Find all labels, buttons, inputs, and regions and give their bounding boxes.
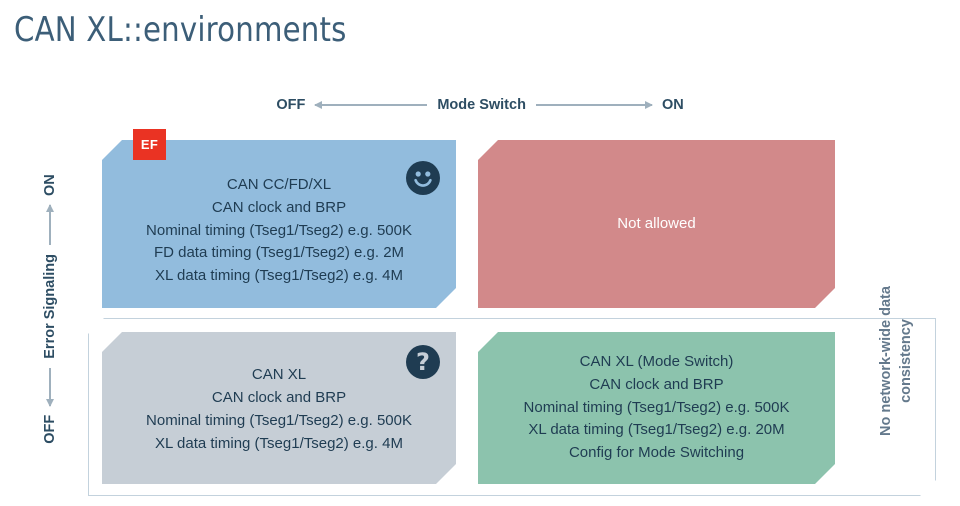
- quadrant-line: Nominal timing (Tseg1/Tseg2) e.g. 500K: [146, 221, 412, 239]
- quadrant-line: XL data timing (Tseg1/Tseg2) e.g. 4M: [155, 267, 403, 285]
- quadrant-bottom-right: CAN XL (Mode Switch) CAN clock and BRP N…: [478, 332, 835, 484]
- quadrant-top-right: Not allowed: [478, 140, 835, 308]
- arrow-down-icon: [49, 367, 51, 406]
- page-title: CAN XL::environments: [14, 10, 347, 50]
- quadrant-line: CAN clock and BRP: [589, 375, 724, 393]
- quadrant-line: Config for Mode Switching: [568, 444, 745, 462]
- error-signaling-on-label: ON: [42, 174, 58, 196]
- arrow-up-icon: [49, 205, 51, 245]
- arrow-left-icon: [314, 100, 428, 109]
- quadrant-line: CAN CC/FD/XL: [226, 176, 332, 193]
- error-flag-badge: EF: [133, 129, 166, 160]
- quadrant-line: CAN XL (Mode Switch): [579, 353, 734, 370]
- quadrant-line: Nominal timing (Tseg1/Tseg2) e.g. 500K: [523, 398, 790, 416]
- smiley-face-icon: [406, 161, 440, 195]
- question-mark-icon: ?: [406, 345, 440, 379]
- error-signaling-axis-title: Error Signaling: [42, 254, 58, 359]
- error-signaling-off-label: OFF: [42, 414, 58, 444]
- quadrant-line: FD data timing (Tseg1/Tseg2) e.g. 2M: [153, 244, 405, 262]
- error-signaling-axis: OFF Error Signaling ON: [38, 133, 62, 485]
- quadrant-bottom-left: CAN XL CAN clock and BRP Nominal timing …: [102, 332, 456, 484]
- quadrant-line: XL data timing (Tseg1/Tseg2) e.g. 4M: [155, 434, 403, 452]
- mode-switch-off-label: OFF: [276, 97, 306, 113]
- arrow-right-icon: [535, 100, 653, 109]
- quadrant-line: CAN clock and BRP: [211, 198, 347, 216]
- consistency-container: [88, 318, 936, 496]
- mode-switch-axis: OFF Mode Switch ON: [270, 93, 690, 117]
- quadrant-top-left: CAN CC/FD/XL CAN clock and BRP Nominal t…: [102, 140, 456, 308]
- quadrant-line: Not allowed: [617, 214, 696, 232]
- consistency-note-label: No network-wide data consistency: [878, 286, 914, 436]
- quadrant-line: Nominal timing (Tseg1/Tseg2) e.g. 500K: [146, 412, 412, 429]
- mode-switch-on-label: ON: [661, 97, 684, 113]
- quadrant-line: CAN XL: [251, 366, 307, 384]
- quadrant-line: XL data timing (Tseg1/Tseg2) e.g. 20M: [528, 421, 785, 439]
- quadrant-line: CAN clock and BRP: [211, 389, 347, 407]
- mode-switch-axis-title: Mode Switch: [437, 97, 526, 113]
